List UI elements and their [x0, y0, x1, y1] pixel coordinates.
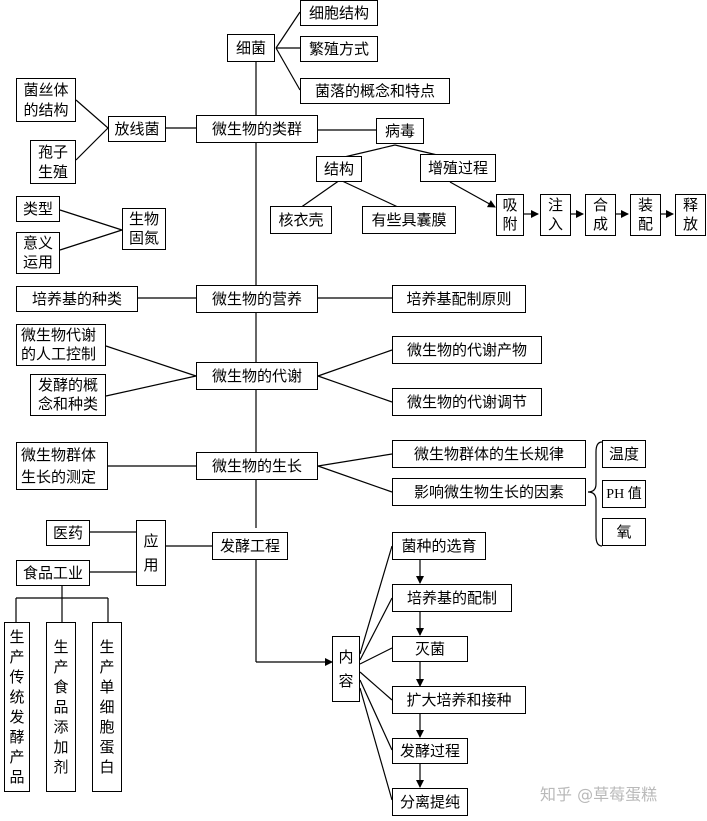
- text-assembly: 装 配: [637, 196, 653, 233]
- node-growth-factors: 影响微生物生长的因素: [392, 478, 586, 506]
- node-virus-structure: 结构: [316, 156, 362, 182]
- node-medicine: 医药: [46, 520, 90, 546]
- node-food-additive: 生 产 食 品 添 加 剂: [46, 622, 76, 792]
- watermark: 知乎 @草莓蛋糕: [540, 785, 658, 804]
- node-proliferation: 增殖过程: [420, 154, 496, 182]
- text-artificial-control: 微生物代谢 的人工控制: [21, 326, 97, 363]
- node-metabolic-regulation: 微生物的代谢调节: [392, 388, 542, 416]
- node-nitrogen-fixation: 生物 固氮: [122, 208, 166, 250]
- node-colony: 菌落的概念和特点: [300, 78, 450, 104]
- node-temperature: 温度: [602, 440, 646, 468]
- node-significance: 意义 运用: [16, 232, 60, 274]
- node-adsorption: 吸 附: [496, 194, 524, 236]
- node-actinomycete: 放线菌: [108, 116, 166, 142]
- text-content: 内 容: [338, 648, 354, 690]
- node-separation: 分离提纯: [392, 788, 468, 816]
- text-spore: 孢子 生殖: [37, 143, 68, 181]
- node-spore-reproduction: 孢子 生殖: [30, 140, 76, 184]
- node-fermentation-process: 发酵过程: [392, 738, 468, 764]
- text-traditional: 生 产 传 统 发 酵 产 品: [9, 628, 25, 786]
- node-fermentation-concept: 发酵的概 念和种类: [30, 374, 106, 416]
- node-assembly: 装 配: [630, 194, 661, 236]
- text-nitrogen: 生物 固氮: [128, 210, 159, 247]
- node-single-cell-protein: 生 产 单 细 胞 蛋 白: [92, 622, 122, 792]
- node-growth: 微生物的生长: [196, 452, 318, 480]
- node-medium-preparation: 培养基的配制: [392, 584, 512, 612]
- node-ph: PH 值: [602, 480, 646, 508]
- text-injection: 注 入: [547, 196, 563, 233]
- node-metabolic-products: 微生物的代谢产物: [392, 336, 542, 364]
- node-medium-principles: 培养基配制原则: [392, 285, 526, 313]
- node-metabolism: 微生物的代谢: [196, 362, 318, 390]
- node-nutrition: 微生物的营养: [196, 285, 318, 313]
- text-release: 释 放: [682, 196, 698, 233]
- node-bacteria: 细菌: [227, 34, 275, 62]
- node-food-industry: 食品工业: [16, 560, 90, 586]
- text-fermentation-concept: 发酵的概 念和种类: [37, 376, 98, 413]
- node-capsid: 核衣壳: [270, 206, 332, 234]
- text-additive: 生 产 食 品 添 加 剂: [53, 638, 69, 776]
- text-growth-measurement: 微生物群体 生长的测定: [21, 446, 97, 486]
- node-synthesis: 合 成: [585, 194, 616, 236]
- text-application: 应 用: [143, 532, 159, 574]
- node-fermentation-engineering: 发酵工程: [212, 532, 288, 560]
- node-injection: 注 入: [540, 194, 571, 236]
- text-synthesis: 合 成: [592, 196, 608, 233]
- text-mycelium: 菌丝体 的结构: [23, 81, 69, 119]
- node-growth-measurement: 微生物群体 生长的测定: [16, 442, 108, 490]
- text-adsorption: 吸 附: [502, 196, 518, 233]
- node-reproduction-mode: 繁殖方式: [300, 36, 378, 62]
- node-sterilization: 灭菌: [392, 636, 468, 662]
- node-microbe-groups: 微生物的类群: [196, 115, 318, 143]
- node-growth-pattern: 微生物群体的生长规律: [392, 440, 586, 468]
- node-mycelium-structure: 菌丝体 的结构: [16, 78, 76, 122]
- node-release: 释 放: [675, 194, 706, 236]
- node-virus: 病毒: [376, 118, 424, 144]
- node-types: 类型: [16, 196, 60, 222]
- text-significance: 意义 运用: [22, 234, 53, 271]
- node-oxygen: 氧: [602, 518, 646, 546]
- node-medium-types: 培养基的种类: [16, 286, 138, 312]
- node-strain-breeding: 菌种的选育: [392, 532, 486, 560]
- node-expand-culture: 扩大培养和接种: [392, 686, 526, 714]
- node-artificial-control: 微生物代谢 的人工控制: [16, 324, 106, 366]
- node-envelope: 有些具囊膜: [362, 206, 456, 234]
- node-cell-structure: 细胞结构: [300, 0, 378, 26]
- text-single-cell: 生 产 单 细 胞 蛋 白: [99, 638, 115, 776]
- node-traditional-fermentation: 生 产 传 统 发 酵 产 品: [4, 622, 30, 792]
- node-content: 内 容: [332, 636, 360, 702]
- node-application: 应 用: [136, 520, 166, 586]
